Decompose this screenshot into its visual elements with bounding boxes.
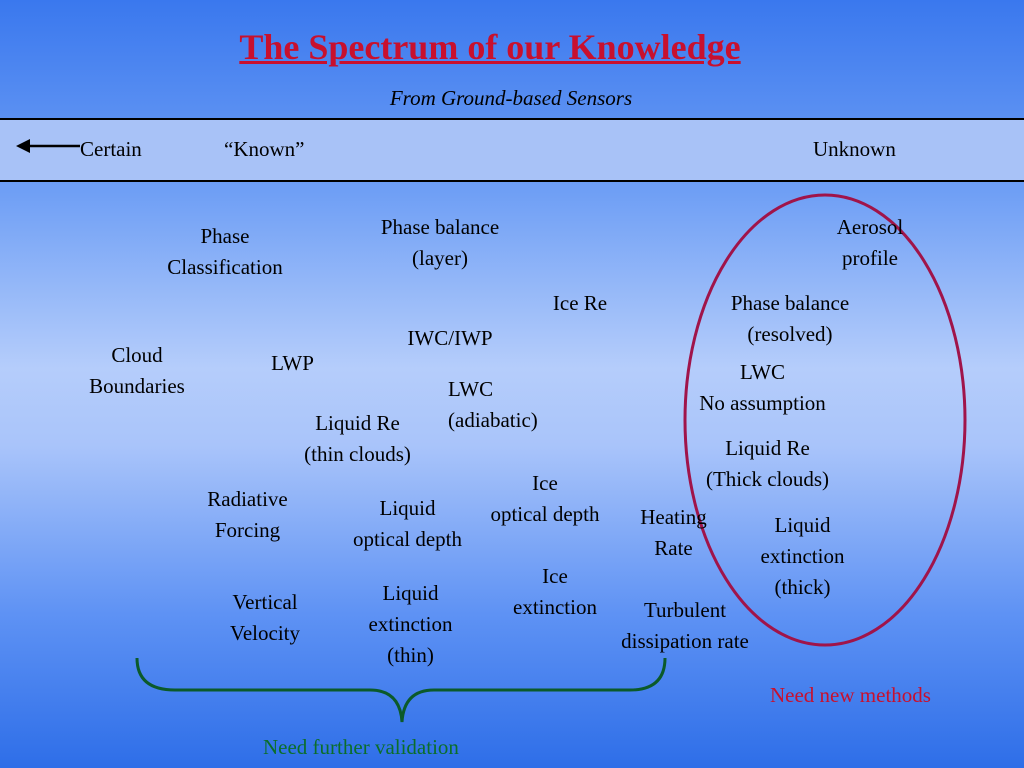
item-liquid-re-thin: Liquid Re (thin clouds): [304, 411, 411, 466]
need-further-validation-note: Need further validation: [263, 735, 459, 759]
item-phase-classification: Phase Classification: [167, 224, 283, 279]
need-new-methods-note: Need new methods: [770, 683, 931, 707]
item-radiative-forcing: Radiative Forcing: [207, 487, 288, 542]
item-liquid-re-thick: Liquid Re (Thick clouds): [705, 436, 830, 491]
item-liquid-optical-depth: Liquid optical depth: [352, 496, 463, 551]
item-lwp: LWP: [271, 351, 314, 375]
item-phase-balance-layer: Phase balance (layer): [380, 215, 500, 270]
validation-brace: [135, 657, 667, 723]
spectrum-known-label: “Known”: [224, 137, 305, 161]
item-heating-rate: Heating Rate: [640, 505, 707, 560]
item-aerosol-profile: Aerosol profile: [836, 215, 904, 270]
item-liquid-extinction-thick: Liquid extinction (thick): [760, 513, 845, 599]
slide-subtitle: From Ground-based Sensors: [389, 86, 633, 110]
left-arrow-icon: [16, 139, 80, 153]
item-ice-optical-depth: Ice optical depth: [490, 471, 600, 526]
item-ice-re: Ice Re: [552, 291, 608, 315]
spectrum-certain-label: Certain: [80, 137, 142, 161]
slide-title: The Spectrum of our Knowledge: [239, 27, 741, 67]
item-cloud-boundaries: Cloud Boundaries: [89, 343, 185, 398]
item-iwc-iwp: IWC/IWP: [407, 326, 493, 350]
item-vertical-velocity: Vertical Velocity: [230, 590, 300, 645]
item-lwc-adiabatic: LWC (adiabatic): [448, 377, 538, 432]
item-turbulent-dissipation-rate: Turbulent dissipation rate: [621, 598, 749, 653]
item-liquid-extinction-thin: Liquid extinction (thin): [368, 581, 453, 667]
item-ice-extinction: Ice extinction: [513, 564, 597, 619]
item-phase-balance-resolved: Phase balance (resolved): [730, 291, 850, 346]
unknown-ellipse: [683, 193, 967, 647]
item-lwc-no-assumption: LWC No assumption: [699, 360, 826, 415]
spectrum-unknown-label: Unknown: [813, 137, 896, 161]
spectrum-band: [0, 118, 1024, 182]
